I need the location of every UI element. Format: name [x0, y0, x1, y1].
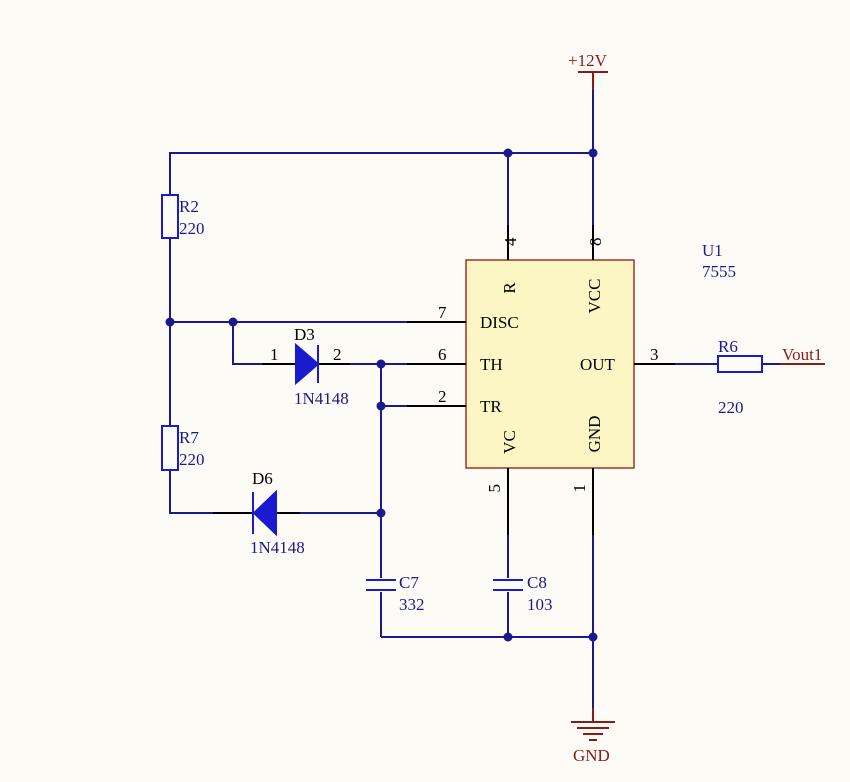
d3-ref: D3	[294, 325, 315, 344]
pin-name-vcc: VCC	[585, 279, 604, 314]
junction-dot	[376, 401, 386, 411]
r7-value: 220	[179, 450, 205, 469]
capacitor-c8: C8 103	[493, 573, 553, 614]
r2-ref: R2	[179, 197, 199, 216]
r6-value: 220	[718, 398, 744, 417]
gnd-label: GND	[573, 746, 610, 765]
junction-dot	[228, 317, 238, 327]
ic-body	[465, 259, 635, 469]
pin-number-th: 6	[438, 345, 447, 364]
d3-value: 1N4148	[294, 389, 349, 408]
r7-ref: R7	[179, 428, 199, 447]
d6-ref: D6	[252, 469, 273, 488]
ic-u1: 4 8 7 6 2 3 5 1 R VCC DISC TH TR OUT VC …	[407, 225, 736, 535]
net-label-vout: Vout1	[782, 345, 822, 364]
resistor-r7: R7 220	[161, 425, 205, 471]
vcc-power-symbol: +12V	[568, 51, 608, 90]
pin-number-out: 3	[650, 345, 659, 364]
junction-dot	[376, 359, 386, 369]
capacitor-c7: C7 332	[366, 573, 425, 614]
diode-d6: D6 1N4148	[213, 469, 305, 557]
d3-pin1: 1	[270, 345, 279, 364]
pin-number-r: 4	[501, 237, 520, 246]
junction-dot	[376, 508, 386, 518]
junction-dot	[503, 148, 513, 158]
junction-dot	[165, 317, 175, 327]
pin-name-tr: TR	[480, 397, 502, 416]
c7-ref: C7	[399, 573, 419, 592]
pin-name-disc: DISC	[480, 313, 519, 332]
junction-dot	[588, 148, 598, 158]
ic-value: 7555	[702, 262, 736, 281]
junction-dot	[503, 632, 513, 642]
d3-pin2: 2	[333, 345, 342, 364]
junctions	[165, 148, 598, 642]
ground-symbol: GND	[571, 708, 615, 765]
c8-value: 103	[527, 595, 553, 614]
junction-dot	[588, 632, 598, 642]
wires	[169, 90, 825, 715]
pin-number-vc: 5	[485, 484, 504, 493]
pin-name-r: R	[500, 282, 519, 294]
pin-name-out: OUT	[580, 355, 616, 374]
pin-name-th: TH	[480, 355, 503, 374]
pin-name-vc: VC	[500, 430, 519, 454]
vcc-label: +12V	[568, 51, 608, 70]
r6-ref: R6	[718, 337, 738, 356]
r2-value: 220	[179, 219, 205, 238]
resistor-r6: R6 220	[717, 337, 763, 417]
pin-number-vcc: 8	[586, 238, 605, 247]
resistor-r2: R2 220	[161, 194, 205, 239]
pin-number-disc: 7	[438, 303, 447, 322]
diode-d3: 1 2 D3 1N4148	[262, 325, 350, 408]
pin-number-gnd: 1	[570, 484, 589, 493]
c7-value: 332	[399, 595, 425, 614]
d6-value: 1N4148	[250, 538, 305, 557]
c8-ref: C8	[527, 573, 547, 592]
pin-number-tr: 2	[438, 387, 447, 406]
ic-ref: U1	[702, 241, 723, 260]
pin-name-gnd: GND	[585, 416, 604, 453]
